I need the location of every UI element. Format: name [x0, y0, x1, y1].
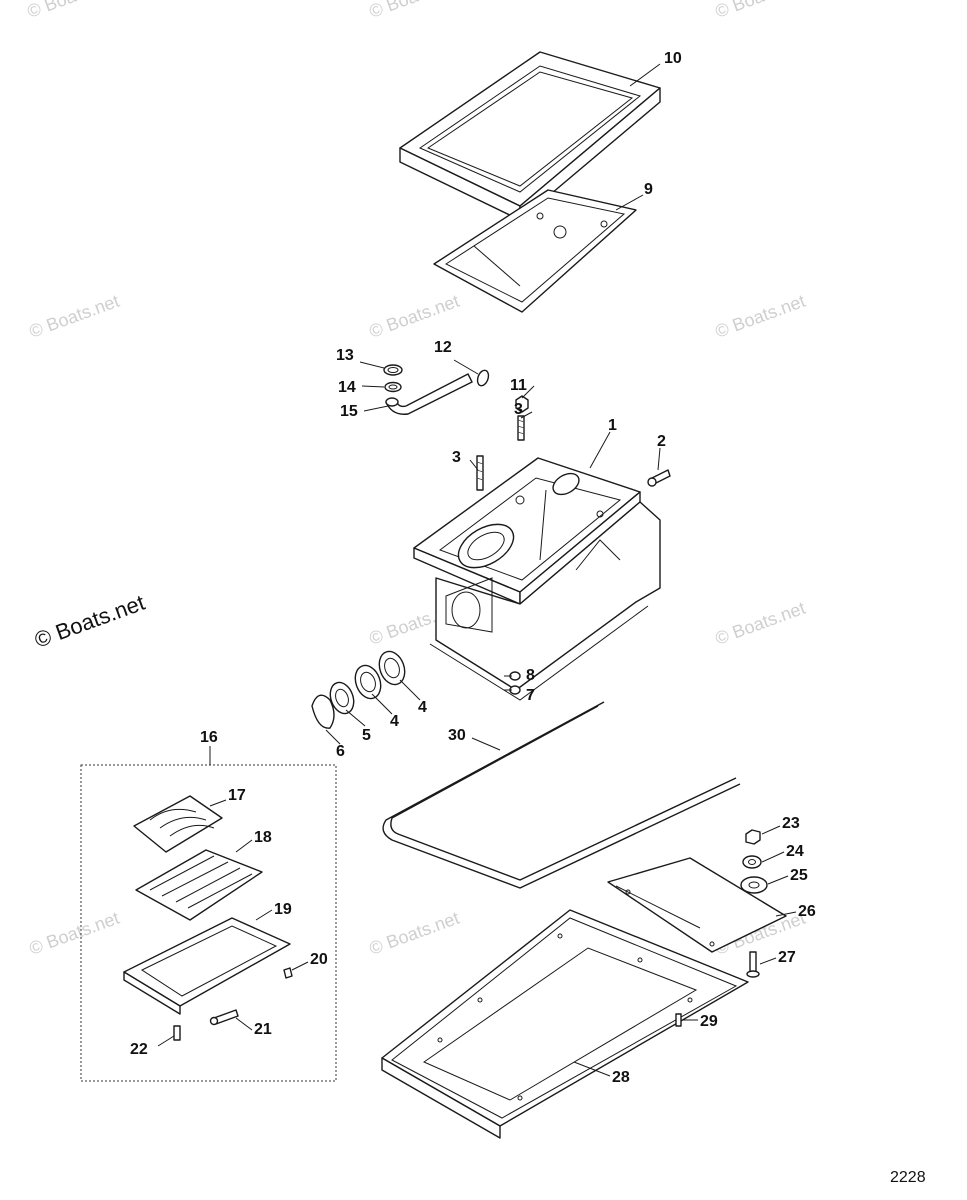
callout-3-left: 3: [452, 449, 461, 466]
part-2-bolt: [647, 469, 671, 487]
callout-4-right: 4: [418, 699, 427, 716]
callout-17: 17: [228, 787, 246, 804]
watermark-lower-right: © Boats.net: [713, 598, 808, 649]
part-12-o-ring: [476, 369, 490, 387]
watermark-mid-right: © Boats.net: [713, 291, 808, 342]
callout-30: 30: [448, 727, 466, 744]
watermark-top-left: © Boats.net: [25, 0, 120, 22]
callout-21: 21: [254, 1021, 272, 1038]
part-28-base-plate: [381, 909, 749, 1139]
callout-18: 18: [254, 829, 272, 846]
watermark-top-right: © Boats.net: [713, 0, 808, 22]
callout-7: 7: [526, 687, 535, 704]
part-24-washer: [742, 855, 762, 869]
callout-9: 9: [644, 181, 653, 198]
callout-13: 13: [336, 347, 354, 364]
part-3-stud-right: [517, 415, 525, 441]
callout-22: 22: [130, 1041, 148, 1058]
callout-3-right: 3: [514, 401, 523, 418]
callout-26: 26: [798, 903, 816, 920]
callout-19: 19: [274, 901, 292, 918]
part-5-seal: [329, 681, 355, 715]
part-6-snap-ring: [311, 694, 335, 729]
part-20-retainer: [283, 967, 293, 979]
part-3-stud-left: [476, 455, 484, 491]
callout-16: 16: [200, 729, 218, 746]
callout-27: 27: [778, 949, 796, 966]
part-4-bearing-outer: [378, 650, 406, 686]
part-21-screw: [209, 1009, 239, 1026]
callout-20: 20: [310, 951, 328, 968]
callout-8: 8: [526, 667, 535, 684]
callout-11: 11: [510, 377, 527, 394]
part-11-nut: [515, 395, 529, 413]
callout-2: 2: [657, 433, 666, 450]
callouts: 10 9 13 14 15 12 11 3 3 1 2 8 7 4 4 5 6 …: [130, 50, 816, 1086]
watermark-main: © Boats.net: [31, 590, 148, 653]
part-14-o-ring: [384, 381, 402, 393]
watermark-mid-center: © Boats.net: [367, 291, 462, 342]
callout-4-left: 4: [390, 713, 399, 730]
kit-16-box: [80, 764, 337, 1082]
part-4-bearing-inner: [354, 664, 382, 700]
part-23-nut: [745, 829, 761, 845]
callout-15: 15: [340, 403, 358, 420]
leader-lines: [157, 63, 797, 1077]
callout-25: 25: [790, 867, 808, 884]
part-27-bolt: [746, 951, 760, 978]
callout-6: 6: [336, 743, 345, 760]
callout-28: 28: [612, 1069, 630, 1086]
callout-10: 10: [664, 50, 682, 67]
part-17-reed-petals: [133, 795, 223, 853]
callout-1: 1: [608, 417, 617, 434]
part-19-reed-frame: [123, 917, 291, 1015]
watermark-mid-left: © Boats.net: [27, 291, 122, 342]
part-30-seal-strip: [382, 701, 741, 889]
callout-5: 5: [362, 727, 371, 744]
callout-23: 23: [782, 815, 800, 832]
part-26-plate: [607, 857, 787, 953]
part-29-screw: [675, 1013, 682, 1027]
part-18-reed-stops: [135, 849, 263, 921]
part-22-pin: [173, 1025, 181, 1041]
part-13-o-ring: [383, 364, 403, 376]
callout-29: 29: [700, 1013, 718, 1030]
watermark-top-center: © Boats.net: [367, 0, 462, 22]
part-1-housing: [413, 457, 661, 701]
watermark-bottom-center: © Boats.net: [367, 908, 462, 959]
part-10-gasket-frame: [399, 51, 661, 221]
figure-number: 2228: [890, 1169, 926, 1186]
watermark-bottom-left: © Boats.net: [27, 908, 122, 959]
part-9-plate-gasket: [433, 189, 637, 313]
callout-24: 24: [786, 843, 804, 860]
callout-14: 14: [338, 379, 356, 396]
callout-12: 12: [434, 339, 452, 356]
part-15-tube: [385, 373, 473, 415]
part-25-washer: [740, 876, 768, 894]
